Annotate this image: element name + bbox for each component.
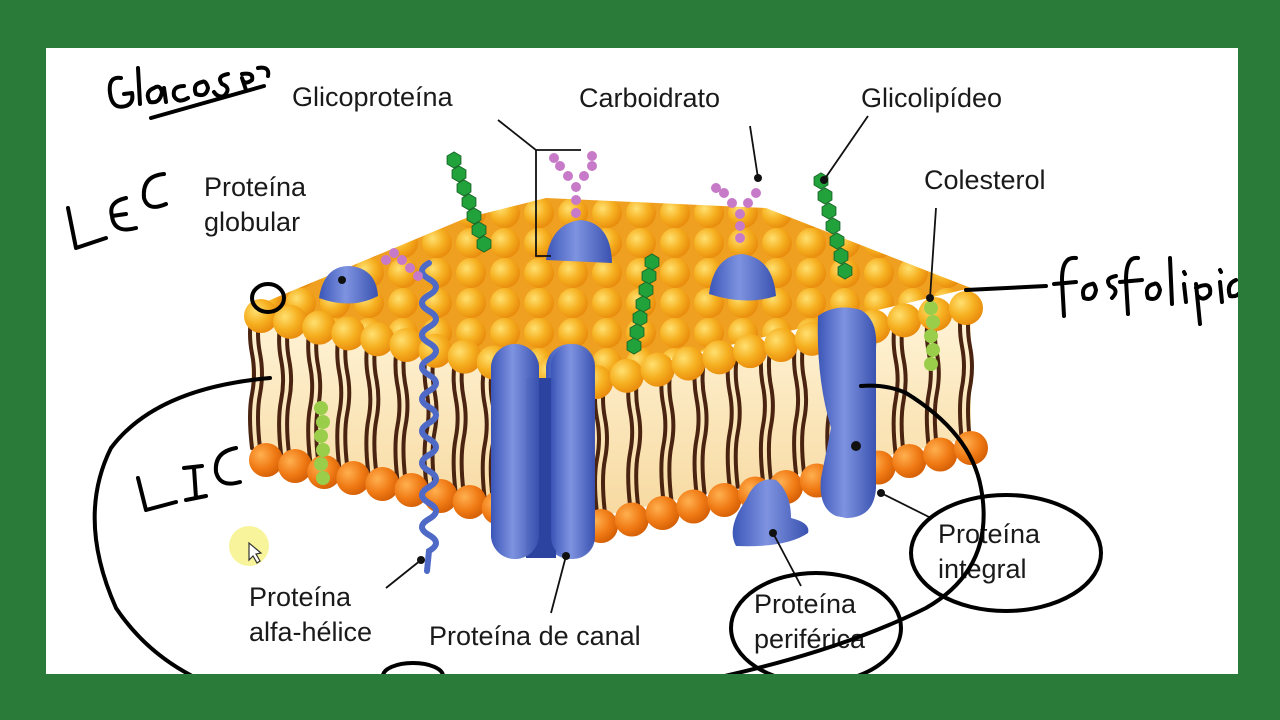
label-proteina-integral-line2: integral (938, 554, 1027, 584)
handwritten-glucose (107, 65, 271, 120)
membrane-top-surface (251, 198, 971, 378)
carbohydrate-chains (381, 151, 853, 355)
label-proteina-globular-line1: Proteína (204, 172, 307, 202)
alpha-helix-protein (419, 260, 439, 574)
label-proteina-alfa-line1: Proteína (249, 582, 352, 612)
channel-protein (491, 344, 595, 559)
globular-protein (319, 266, 378, 304)
label-proteina-periferica-line1: Proteína (754, 589, 857, 619)
mouse-cursor (229, 526, 269, 566)
handwritten-circle-integral (909, 493, 1103, 613)
handwritten-lic (136, 446, 242, 512)
carbohydrate-protein (709, 254, 776, 301)
label-proteina-globular-line2: globular (204, 207, 300, 237)
leader-lines (338, 115, 937, 614)
peripheral-protein (732, 479, 809, 547)
label-carboidrato: Carboidrato (579, 83, 720, 113)
handwritten-cell-boundary (92, 376, 986, 674)
handwritten-fosfolipidos (964, 255, 1238, 326)
handwritten-circle-bottom (381, 661, 445, 674)
cell-membrane-diagram: Glicoproteína Carboidrato Glicolipídeo C… (66, 65, 1238, 674)
label-glicoproteina: Glicoproteína (292, 82, 454, 112)
handwritten-lec (66, 172, 168, 250)
label-proteina-alfa-line2: alfa-hélice (249, 617, 372, 647)
label-colesterol: Colesterol (924, 165, 1046, 195)
cholesterol-molecule (314, 301, 940, 485)
label-glicolipideo: Glicolipídeo (861, 83, 1002, 113)
glycoprotein-body (546, 220, 612, 263)
whiteboard: Glicoproteína Carboidrato Glicolipídeo C… (46, 48, 1238, 674)
handwritten-annotations (66, 65, 1238, 674)
handwritten-circle-periferica (729, 571, 903, 674)
integral-protein (817, 307, 877, 518)
handwritten-circle-small (250, 282, 286, 314)
label-proteina-integral-line1: Proteína (938, 519, 1041, 549)
label-proteina-de-canal: Proteína de canal (429, 621, 641, 651)
